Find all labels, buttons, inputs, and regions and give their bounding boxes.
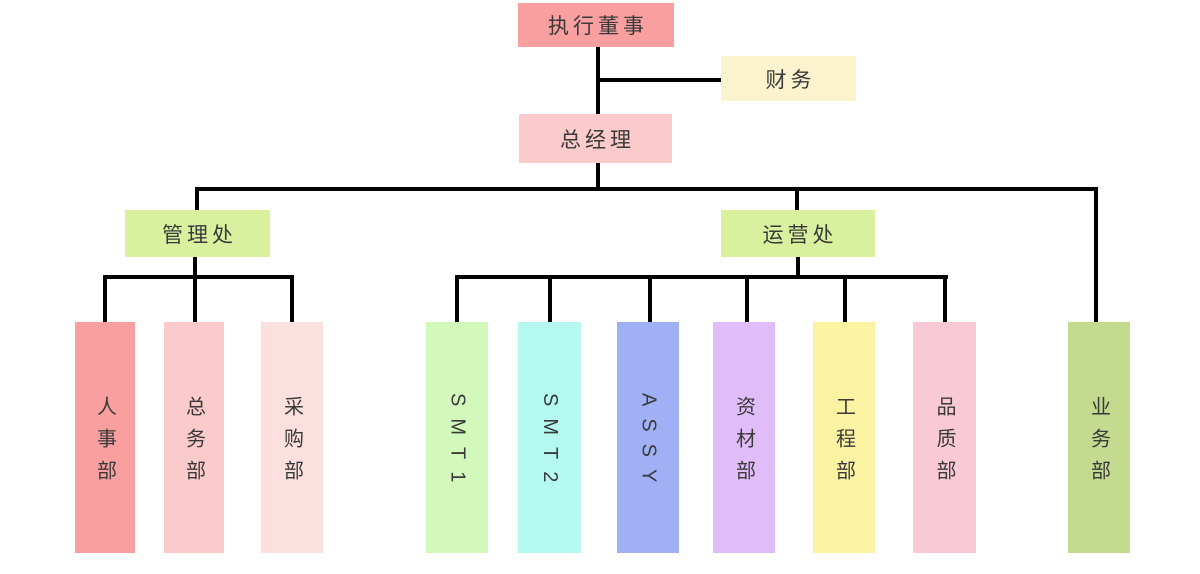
node-engineering-dept: 工程部 — [813, 322, 875, 553]
connector-to-finance — [598, 78, 721, 82]
node-purchasing-dept: 采购部 — [261, 322, 323, 553]
node-quality-dept: 品质部 — [913, 322, 976, 553]
node-general-affairs: 总务部 — [164, 322, 224, 553]
node-smt2: SMT2 — [518, 322, 581, 553]
connector-to-operations-office — [795, 187, 799, 210]
connector-to-management-office — [195, 187, 199, 210]
connector-to-smt2 — [548, 275, 552, 322]
connector-gm-to-branch — [596, 163, 600, 191]
connector-to-smt1 — [455, 275, 459, 322]
node-finance: 财务 — [721, 56, 856, 101]
connector-management-children — [103, 275, 294, 279]
connector-to-quality-dept — [943, 275, 947, 322]
node-smt1: SMT1 — [426, 322, 488, 553]
connector-to-business-dept — [1094, 187, 1098, 322]
node-assy: ASSY — [617, 322, 679, 553]
connector-to-assy — [648, 275, 652, 322]
connector-to-purchasing-dept — [290, 275, 294, 322]
node-hr-dept: 人事部 — [75, 322, 135, 553]
connector-to-engineering-dept — [843, 275, 847, 322]
node-executive-director: 执行董事 — [518, 3, 674, 47]
connector-to-materials-dept — [745, 275, 749, 322]
node-management-office: 管理处 — [125, 210, 270, 257]
connector-operations-down — [796, 257, 800, 279]
connector-branch-main — [195, 187, 1098, 191]
node-general-manager: 总经理 — [519, 114, 672, 163]
node-materials-dept: 资材部 — [713, 322, 775, 553]
connector-to-hr-dept — [103, 275, 107, 322]
connector-operations-children — [455, 275, 948, 279]
node-business-dept: 业务部 — [1068, 322, 1130, 553]
node-operations-office: 运营处 — [721, 210, 875, 257]
connector-management-down — [193, 257, 197, 322]
